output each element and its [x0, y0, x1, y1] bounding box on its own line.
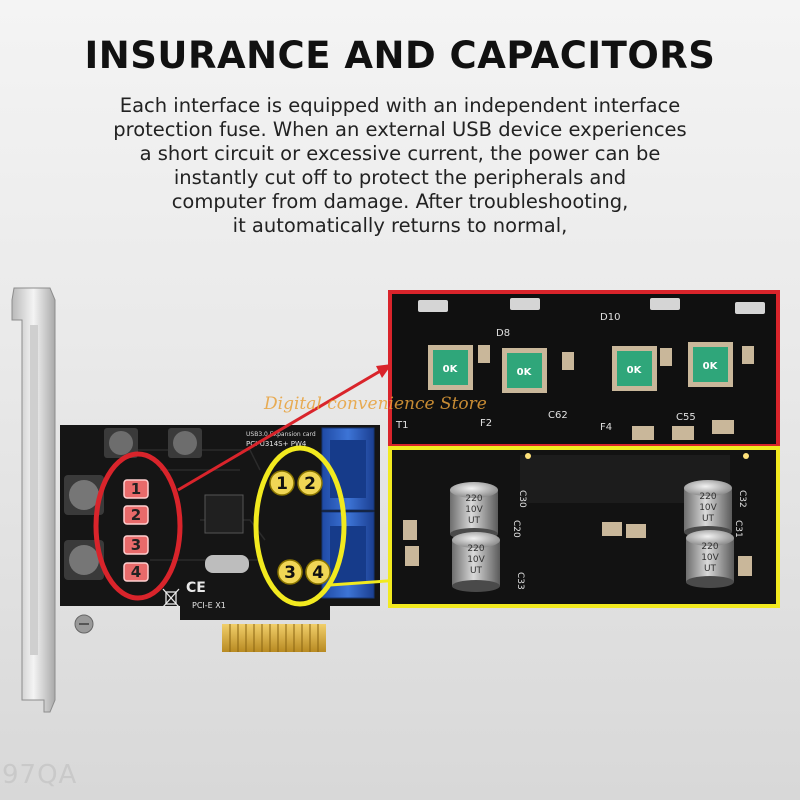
- capacitor-component: 220 10V UT: [450, 482, 498, 540]
- silkscreen-label: USB3.0 Expansion card: [246, 431, 316, 438]
- fuse-component: 0K: [688, 342, 733, 387]
- capacitor-label: 220: [701, 542, 718, 552]
- fuse-code: 0K: [517, 367, 533, 378]
- silkscreen-text: C31: [733, 520, 743, 538]
- capacitor-component: 220 10V UT: [684, 480, 732, 538]
- fuse-component: 0K: [428, 345, 473, 390]
- description-text: Each interface is equipped with an indep…: [60, 94, 740, 238]
- fuse-number: 4: [131, 563, 141, 581]
- capacitor-label: UT: [470, 566, 483, 576]
- silkscreen-text: D8: [496, 328, 510, 339]
- capacitor-component: 220 10V UT: [452, 532, 500, 592]
- capacitor-label: 220: [699, 492, 716, 502]
- capacitor-label: 220: [465, 494, 482, 504]
- silkscreen-model: PCI-U314S+ PW4: [246, 440, 307, 448]
- corner-code: 97QA: [2, 760, 78, 790]
- port-badge-number: 3: [284, 563, 296, 583]
- description-line: Each interface is equipped with an indep…: [119, 94, 681, 117]
- capacitor-label: 10V: [467, 555, 485, 565]
- port-badges: 1 2 3 4: [269, 470, 331, 585]
- metal-bracket: [11, 287, 56, 713]
- fuse-markers: 1 2 3 4: [123, 479, 149, 582]
- fuse-highlight-ellipse: [93, 451, 183, 601]
- silkscreen-text: C55: [676, 412, 696, 423]
- description-line: it automatically returns to normal,: [232, 214, 568, 237]
- ce-mark-icon: CE: [186, 580, 206, 596]
- fuse-component: 0K: [612, 346, 657, 391]
- fuse-number: 2: [131, 506, 141, 524]
- port-badge-number: 1: [276, 474, 288, 494]
- page-title: INSURANCE AND CAPACITORS: [84, 34, 716, 77]
- fuse-zoom-panel: 0K 0K 0K 0K D8 D10 C62 F2 F4 C55: [388, 290, 780, 448]
- capacitor-zoom-panel: C30 C32 C33 C31 C20 220 10V UT 220 10V U…: [388, 446, 780, 608]
- silkscreen-text: T1: [395, 420, 408, 431]
- weee-bin-icon: [162, 588, 180, 608]
- port-badge-number: 4: [312, 563, 324, 583]
- capacitor-label: UT: [468, 516, 481, 526]
- capacitor-label: 10V: [701, 553, 719, 563]
- capacitor-label: 220: [467, 544, 484, 554]
- description-line: computer from damage. After troubleshoot…: [171, 190, 629, 213]
- silkscreen-text: F4: [600, 422, 612, 433]
- capacitor-component: 220 10V UT: [686, 530, 734, 588]
- capacitor-label: UT: [704, 564, 717, 574]
- svg-text:CE: CE: [186, 580, 206, 596]
- capacitor-label: 10V: [699, 503, 717, 513]
- fuse-code: 0K: [443, 364, 459, 375]
- fuse-number: 3: [131, 536, 141, 554]
- slot-label: PCI-E X1: [192, 601, 226, 610]
- silkscreen-text: C20: [511, 520, 521, 538]
- fuse-number: 1: [131, 480, 141, 498]
- silkscreen-text: C30: [517, 490, 527, 508]
- fuse-code: 0K: [627, 365, 643, 376]
- silkscreen-text: D10: [600, 312, 620, 323]
- fuse-code: 0K: [703, 361, 719, 372]
- store-watermark: Digital convenience Store: [264, 394, 487, 414]
- port-badge-number: 2: [304, 474, 316, 494]
- capacitor-label: UT: [702, 514, 715, 524]
- fuse-component: 0K: [502, 348, 547, 393]
- capacitor-highlight-ellipse: [253, 445, 347, 607]
- description-line: a short circuit or excessive current, th…: [139, 142, 661, 165]
- capacitor-label: 10V: [465, 505, 483, 515]
- silkscreen-text: C32: [737, 490, 747, 508]
- silkscreen-text: C33: [515, 572, 525, 590]
- description-line: protection fuse. When an external USB de…: [113, 118, 687, 141]
- silkscreen-text: F2: [480, 418, 492, 429]
- silkscreen-text: C62: [548, 410, 568, 421]
- description-line: instantly cut off to protect the periphe…: [173, 166, 627, 189]
